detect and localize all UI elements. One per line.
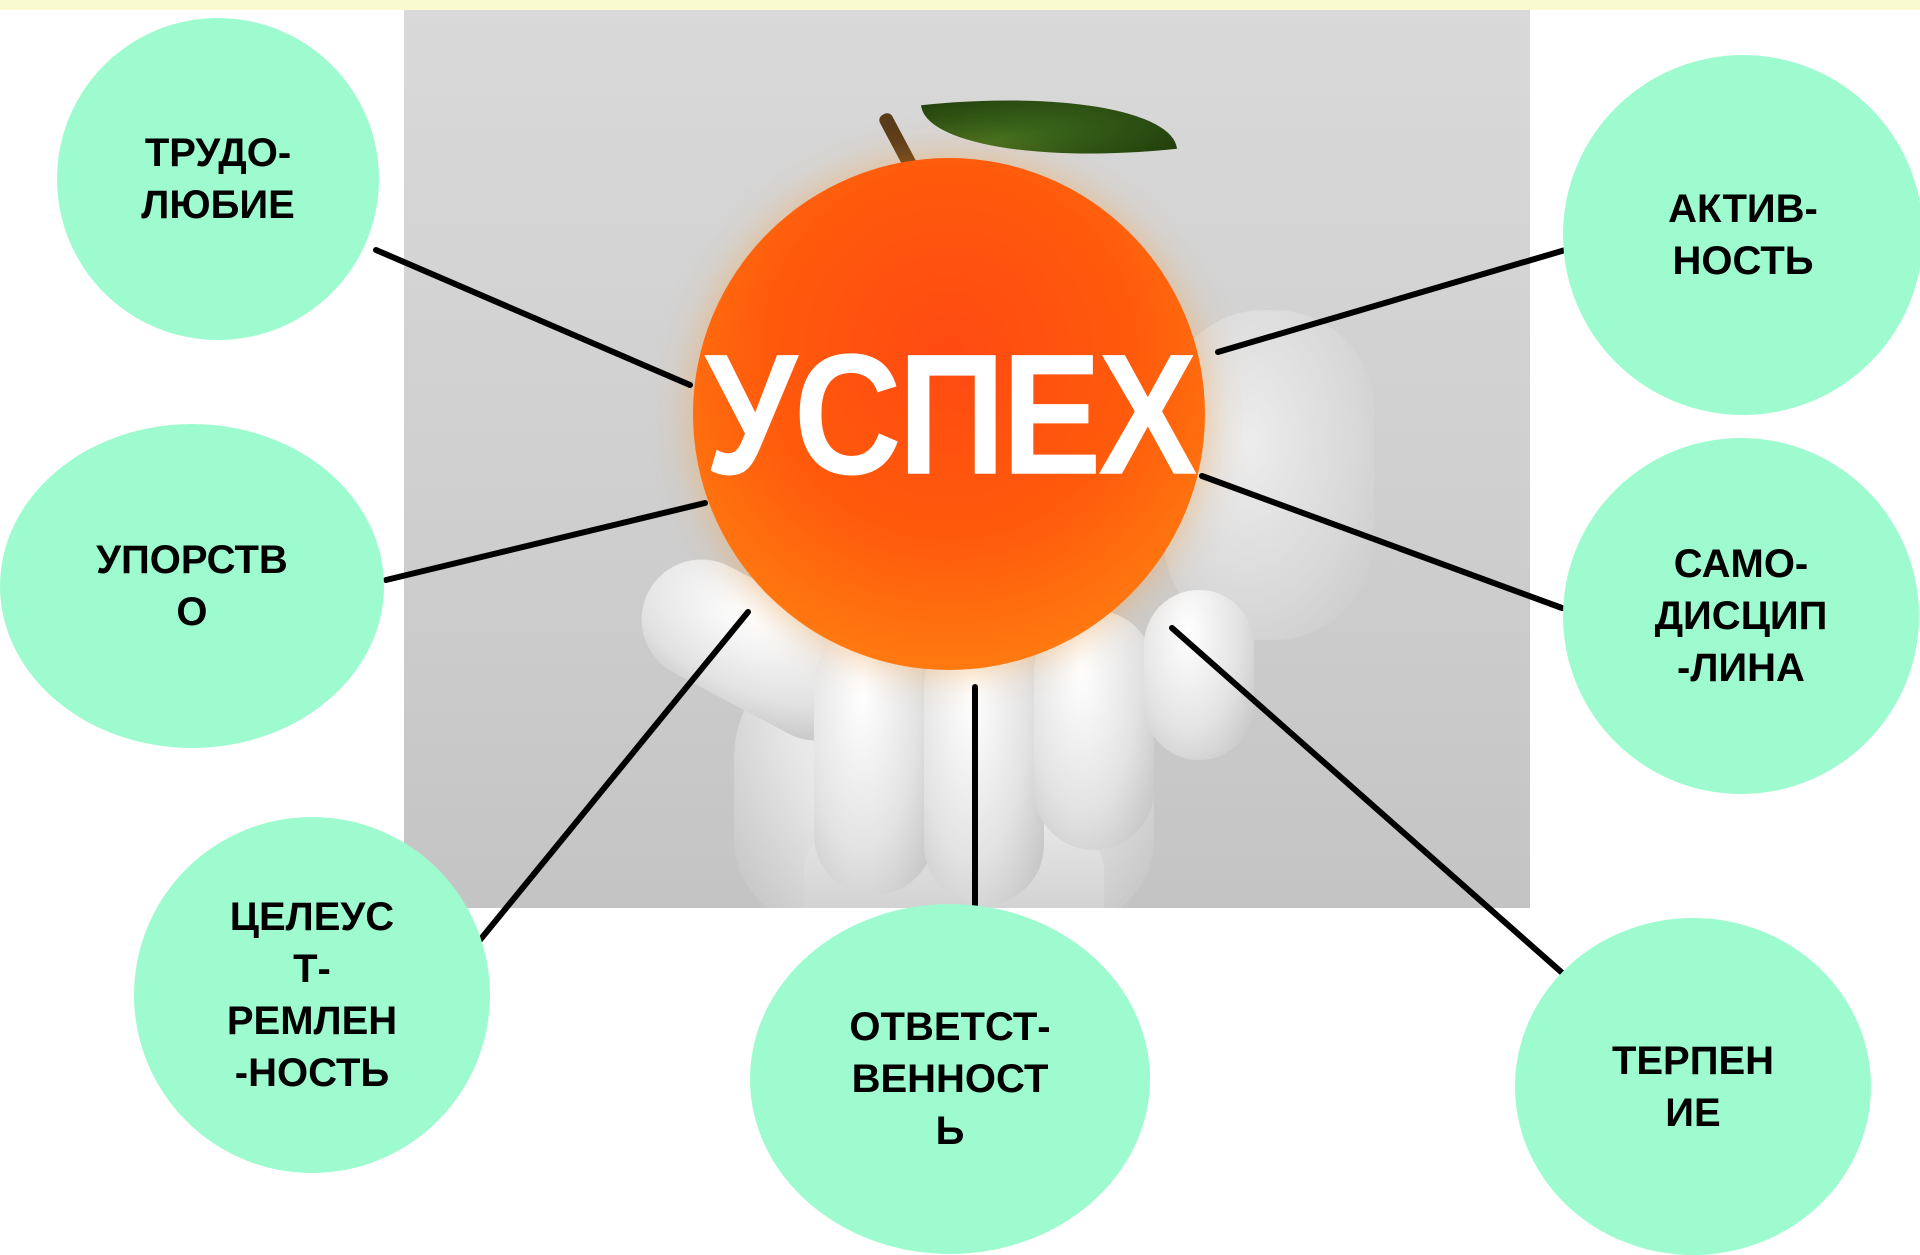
success-orange: УСПЕХ — [693, 158, 1205, 670]
quality-label: ТРУДО- ЛЮБИЕ — [141, 131, 295, 227]
connector-uporstvo — [383, 500, 708, 583]
center-label: УСПЕХ — [704, 316, 1198, 511]
hand-finger — [1144, 590, 1254, 760]
quality-label: САМО- ДИСЦИП -ЛИНА — [1654, 542, 1828, 690]
quality-label: ТЕРПЕН ИЕ — [1611, 1038, 1775, 1135]
quality-label: ОТВЕТСТ- ВЕННОСТ Ь — [849, 1005, 1051, 1153]
connector-trudolyubie — [373, 247, 693, 388]
hand-finger — [814, 625, 934, 895]
quality-label: АКТИВ- НОСТЬ — [1668, 187, 1818, 283]
hand-finger — [1034, 610, 1154, 850]
success-photo — [404, 10, 1530, 908]
quality-label: УПОРСТВ О — [96, 538, 288, 634]
quality-bubble-aktivnost: АКТИВ- НОСТЬ — [1563, 55, 1920, 415]
quality-bubble-trudolyubie: ТРУДО- ЛЮБИЕ — [57, 18, 379, 340]
quality-bubble-terpenie: ТЕРПЕН ИЕ — [1515, 918, 1871, 1255]
quality-bubble-uporstvo: УПОРСТВ О — [0, 424, 384, 748]
quality-bubble-otvetstvennost: ОТВЕТСТ- ВЕННОСТ Ь — [750, 904, 1150, 1254]
connector-aktivnost — [1215, 245, 1575, 355]
connector-samodistsiplina — [1199, 473, 1565, 611]
quality-label: ЦЕЛЕУС Т- РЕМЛЕН -НОСТЬ — [226, 895, 398, 1095]
hand-finger — [924, 625, 1044, 905]
quality-bubble-tseleustremlennost: ЦЕЛЕУС Т- РЕМЛЕН -НОСТЬ — [134, 817, 490, 1173]
top-stripe — [0, 0, 1920, 10]
connector-terpenie — [1169, 625, 1571, 981]
quality-bubble-samodistsiplina: САМО- ДИСЦИП -ЛИНА — [1563, 438, 1919, 794]
connector-tseleustremlennost — [477, 609, 751, 943]
